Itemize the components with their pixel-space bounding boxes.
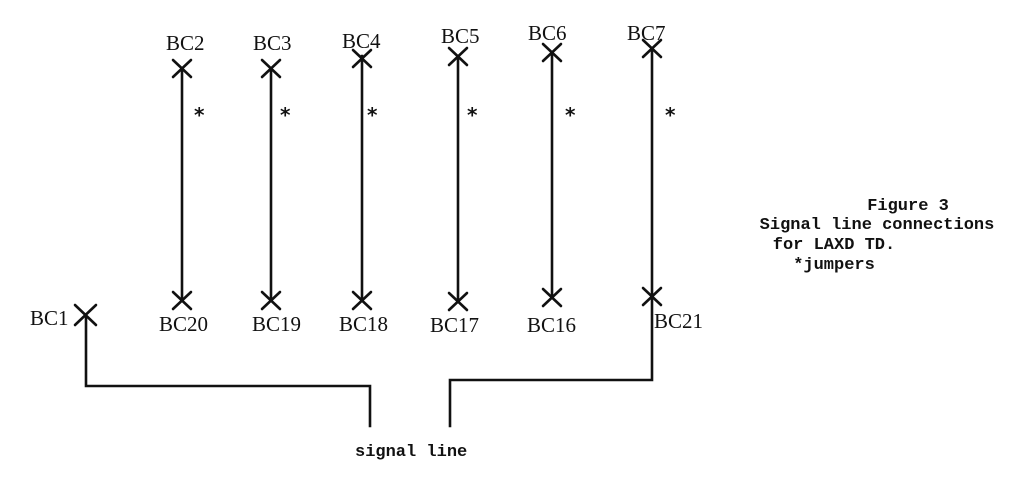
terminal-mark-bc16 — [541, 287, 563, 308]
jumper-asterisk: * — [467, 103, 478, 127]
terminal-label-bc6: BC6 — [528, 21, 567, 45]
jumper-asterisk: * — [280, 103, 291, 127]
terminal-mark-bc18 — [351, 290, 373, 311]
jumper-asterisk: * — [194, 103, 205, 127]
terminal-label-bc18: BC18 — [339, 312, 388, 336]
figure-caption: Figure 3 Signal line connections for LAX… — [760, 197, 995, 275]
terminal-mark-bc7 — [641, 38, 663, 59]
terminal-label-bc5: BC5 — [441, 24, 480, 48]
terminal-marks — [73, 38, 663, 327]
terminal-label-bc17: BC17 — [430, 313, 479, 337]
top-terminal-labels: BC2 BC3 BC4 BC5 BC6 BC7 — [166, 21, 666, 55]
caption-jumpers-note: *jumpers — [793, 256, 875, 275]
terminal-mark-bc19 — [260, 290, 282, 311]
terminal-mark-bc17 — [447, 291, 469, 312]
signal-line-label: signal line — [355, 443, 467, 462]
terminal-label-bc3: BC3 — [253, 31, 292, 55]
terminal-mark-bc20 — [171, 290, 193, 311]
terminal-label-bc21: BC21 — [654, 309, 703, 333]
terminal-mark-bc2 — [171, 58, 193, 79]
caption-figure-number: Figure 3 — [867, 197, 949, 216]
jumper-asterisk: * — [565, 103, 576, 127]
terminal-label-bc7: BC7 — [627, 21, 666, 45]
bottom-terminal-labels: BC20 BC19 BC18 BC17 BC16 BC21 BC1 — [30, 306, 703, 337]
terminal-mark-bc4 — [351, 48, 373, 69]
terminal-label-bc16: BC16 — [527, 313, 576, 337]
jumper-markers: * * * * * * — [194, 103, 676, 127]
jumper-asterisk: * — [665, 103, 676, 127]
signal-line-wiring — [84, 296, 654, 428]
terminal-label-bc20: BC20 — [159, 312, 208, 336]
signal-wire-right — [448, 296, 654, 428]
caption-subtitle: for LAXD TD. — [773, 236, 895, 255]
terminal-mark-bc3 — [260, 58, 282, 79]
signal-wire-left — [84, 316, 372, 428]
terminal-label-bc19: BC19 — [252, 312, 301, 336]
jumper-asterisk: * — [367, 103, 378, 127]
terminal-mark-bc6 — [541, 42, 563, 63]
caption-title: Signal line connections — [760, 216, 995, 235]
terminal-mark-bc5 — [447, 46, 469, 67]
terminal-label-bc2: BC2 — [166, 31, 205, 55]
jumper-connections — [180, 46, 654, 304]
terminal-mark-bc1 — [73, 303, 98, 327]
terminal-mark-bc21 — [641, 286, 663, 307]
terminal-label-bc1: BC1 — [30, 306, 69, 330]
terminal-label-bc4: BC4 — [342, 29, 381, 53]
